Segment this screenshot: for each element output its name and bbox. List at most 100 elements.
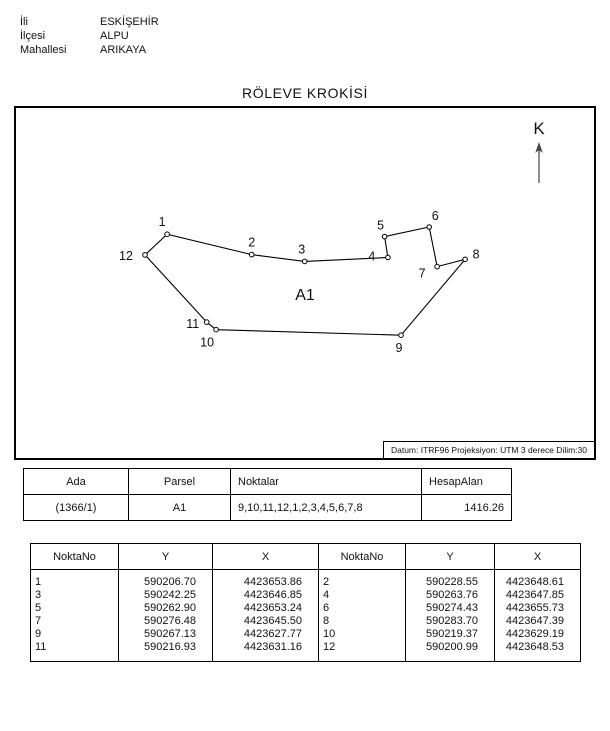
datum-note: Datum: ITRF96 Projeksiyon: UTM 3 derece … [382, 441, 594, 458]
coord-table-cell: 11 [30, 641, 119, 662]
coord-table-cell: 9 [30, 628, 119, 641]
north-arrow-icon [535, 142, 543, 183]
coord-table-cell: 590276.48 [118, 615, 213, 628]
coord-table-cell: 10 [318, 628, 406, 641]
coord-table-cell: 4423648.61 [494, 569, 581, 589]
survey-point-number: 10 [200, 336, 214, 350]
coord-table-cell: 7 [30, 615, 119, 628]
parcel-table-cell: (1366/1) [23, 494, 129, 521]
parcel-table-header: Parsel [128, 468, 231, 495]
coord-table-cell: 8 [318, 615, 406, 628]
survey-point-number: 6 [432, 209, 439, 223]
coord-table-cell: 12 [318, 641, 406, 662]
survey-point-marker [398, 332, 404, 338]
parcel-table-header: HesapAlan [421, 468, 512, 495]
province-label: İli [20, 16, 28, 28]
north-label: K [533, 119, 545, 138]
survey-point-number: 11 [186, 317, 199, 331]
coord-table-cell: 590200.99 [405, 641, 495, 662]
survey-point-number: 7 [419, 267, 426, 281]
survey-point-marker [462, 256, 468, 263]
coord-table-cell: 590283.70 [405, 615, 495, 628]
survey-point-marker [381, 233, 388, 240]
coord-table-header: NoktaNo [30, 543, 119, 570]
coord-table-cell: 4423645.50 [212, 615, 319, 628]
coord-table-cell: 4423647.39 [494, 615, 581, 628]
survey-point-marker [142, 252, 148, 258]
coord-table-cell: 4423653.86 [212, 569, 319, 589]
coord-table-cell: 2 [318, 569, 406, 589]
parcel-table-header: Ada [23, 468, 129, 495]
neighborhood-row: Mahallesi ARIKAYA [20, 43, 159, 57]
neighborhood-value: ARIKAYA [100, 44, 147, 56]
coord-table-cell: 590206.70 [118, 569, 213, 589]
coord-table-cell: 4 [318, 589, 406, 602]
coord-table-cell: 590242.25 [118, 589, 213, 602]
province-value: ESKİŞEHİR [100, 16, 159, 28]
district-value: ALPU [100, 30, 129, 42]
neighborhood-label: Mahallesi [20, 44, 67, 56]
coord-table-cell: 590228.55 [405, 569, 495, 589]
coord-table-cell: 4423631.16 [212, 641, 319, 662]
coord-table-cell: 590274.43 [405, 602, 495, 615]
survey-point-marker [385, 254, 391, 261]
page-title: RÖLEVE KROKİSİ [242, 85, 368, 101]
parcel-table-cell: 1416.26 [421, 494, 512, 521]
coord-table-cell: 1 [30, 569, 119, 589]
coord-table-header: Y [118, 543, 213, 570]
coord-table-header: X [494, 543, 581, 570]
district-label: İlçesi [20, 30, 46, 42]
coord-table-cell: 4423629.19 [494, 628, 581, 641]
coord-table-cell: 590219.37 [405, 628, 495, 641]
coord-table-cell: 4423647.85 [494, 589, 581, 602]
district-row: İlçesi ALPU [20, 29, 159, 43]
survey-point-marker [164, 231, 170, 237]
coord-table-cell: 6 [318, 602, 406, 615]
coord-table-cell: 4423646.85 [212, 589, 319, 602]
parcel-table-cell: A1 [128, 494, 231, 521]
coord-table-cell: 590267.13 [118, 628, 213, 641]
coord-table-cell: 590216.93 [118, 641, 213, 662]
survey-point-number: 5 [377, 219, 384, 233]
survey-point-marker [203, 319, 210, 325]
survey-point-number: 3 [298, 242, 305, 256]
coord-table-cell: 4423655.73 [494, 602, 581, 615]
coord-table-cell: 4423627.77 [212, 628, 319, 641]
coord-table-cell: 590262.90 [118, 602, 213, 615]
location-header: İli ESKİŞEHİR İlçesi ALPU Mahallesi ARIK… [20, 15, 159, 57]
parcel-table-cell: 9,10,11,12,1,2,3,4,5,6,7,8 [230, 494, 422, 521]
survey-point-marker [301, 258, 308, 265]
survey-point-number: 2 [248, 236, 255, 250]
coord-table-cell: 4423653.24 [212, 602, 319, 615]
coord-table-cell: 590263.76 [405, 589, 495, 602]
survey-point-marker [213, 326, 219, 333]
survey-point-number: 8 [473, 247, 480, 261]
coord-table-header: X [212, 543, 319, 570]
coord-table-header: NoktaNo [318, 543, 406, 570]
survey-point-marker [434, 263, 440, 270]
coord-table-cell: 3 [30, 589, 119, 602]
survey-point-number: 4 [368, 250, 375, 264]
survey-point-marker [426, 224, 433, 230]
survey-point-number: 12 [119, 249, 133, 263]
parcel-table-header: Noktalar [230, 468, 422, 495]
coord-table-cell: 5 [30, 602, 119, 615]
coord-table-header: Y [405, 543, 495, 570]
survey-point-number: 9 [396, 341, 403, 355]
parcel-label: A1 [295, 287, 315, 304]
north-indicator: K [532, 120, 546, 184]
survey-point-number: 1 [159, 215, 166, 229]
survey-point-marker [248, 251, 255, 258]
